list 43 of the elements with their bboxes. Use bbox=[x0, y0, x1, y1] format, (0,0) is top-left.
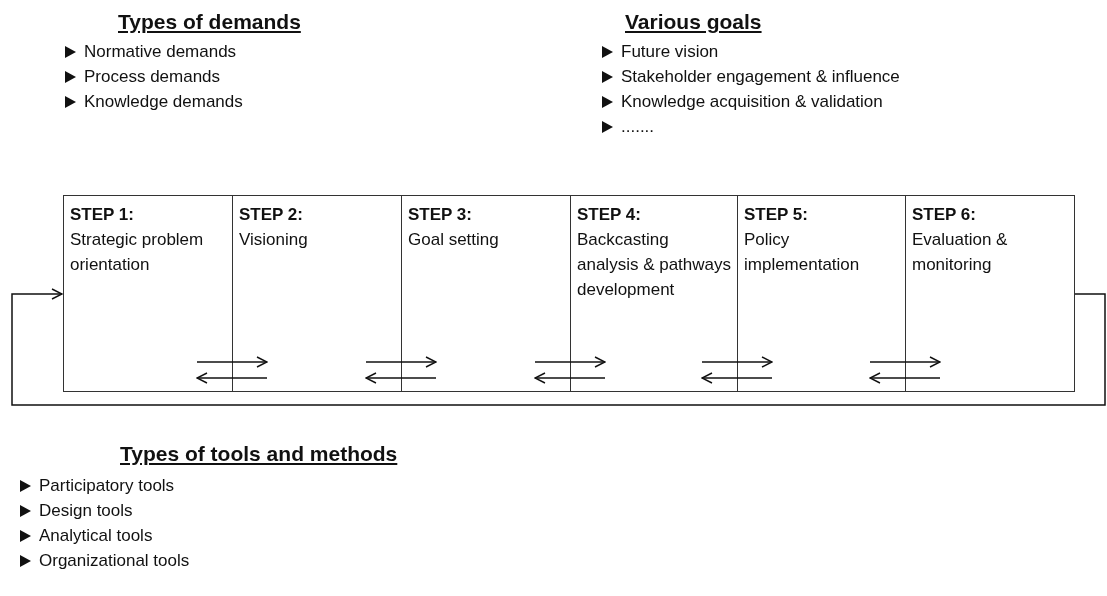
section-heading: Various goals bbox=[625, 10, 762, 34]
step-number: STEP 1: bbox=[70, 204, 134, 226]
step-description: Policy implementation bbox=[744, 229, 861, 276]
list-item: Participatory tools bbox=[39, 476, 175, 496]
step-number: STEP 2: bbox=[239, 204, 303, 226]
arrow bbox=[534, 356, 606, 368]
list-item: Knowledge demands bbox=[84, 92, 243, 112]
arrow bbox=[196, 356, 268, 368]
arrow bbox=[869, 372, 941, 384]
arrow bbox=[701, 356, 773, 368]
step-description: Visioning bbox=[239, 229, 309, 251]
step-box bbox=[737, 195, 907, 392]
step-box bbox=[401, 195, 572, 392]
step-box bbox=[905, 195, 1075, 392]
list-item: Stakeholder engagement & influence bbox=[621, 67, 900, 87]
step-box bbox=[232, 195, 403, 392]
list-item: Future vision bbox=[621, 42, 719, 62]
arrow bbox=[701, 372, 773, 384]
step-number: STEP 5: bbox=[744, 204, 808, 226]
arrow bbox=[365, 356, 437, 368]
arrow bbox=[196, 372, 268, 384]
step-description: Goal setting bbox=[408, 229, 500, 251]
step-number: STEP 4: bbox=[577, 204, 641, 226]
step-number: STEP 3: bbox=[408, 204, 472, 226]
list-item: Organizational tools bbox=[39, 551, 190, 571]
step-description: Strategic problem orientation bbox=[70, 229, 205, 276]
list-item: Normative demands bbox=[84, 42, 237, 62]
list-item: Design tools bbox=[39, 501, 133, 521]
step-box bbox=[63, 195, 234, 392]
step-box bbox=[570, 195, 739, 392]
feedback-arrow bbox=[11, 288, 1106, 406]
list-item: ....... bbox=[621, 117, 655, 137]
step-description: Evaluation & monitoring bbox=[912, 229, 1009, 276]
list-item: Process demands bbox=[84, 67, 221, 87]
section-heading: Types of demands bbox=[118, 10, 301, 34]
arrow bbox=[869, 356, 941, 368]
arrow bbox=[365, 372, 437, 384]
list-item: Knowledge acquisition & validation bbox=[621, 92, 883, 112]
section-heading: Types of tools and methods bbox=[120, 442, 398, 466]
step-number: STEP 6: bbox=[912, 204, 976, 226]
arrow bbox=[534, 372, 606, 384]
step-description: Backcasting analysis & pathways development bbox=[577, 229, 732, 301]
list-item: Analytical tools bbox=[39, 526, 153, 546]
